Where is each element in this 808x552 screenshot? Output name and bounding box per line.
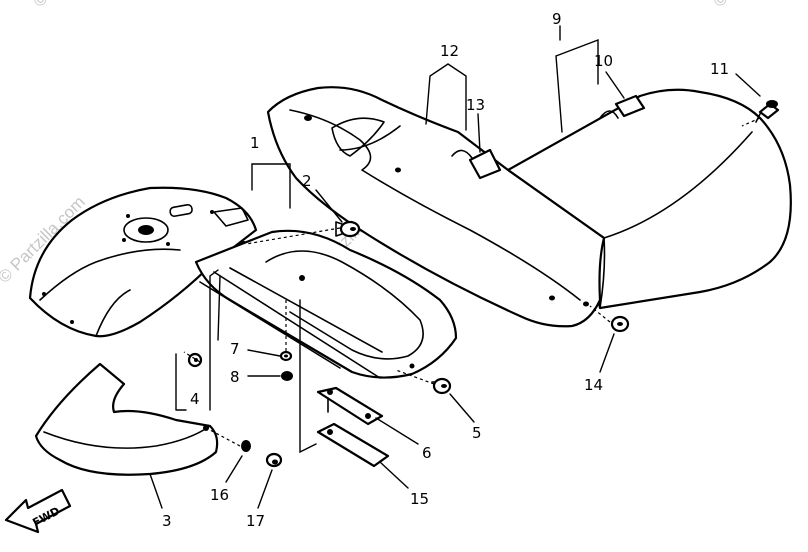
fender-hole-d [210, 210, 214, 214]
bracket-hole-1 [299, 275, 305, 281]
plate-15 [316, 422, 390, 468]
rear-fender-lip [289, 109, 581, 301]
fender-hole-e [42, 292, 46, 296]
watermark-top-right: © Partzilla.com [709, 0, 803, 11]
callout-10: 10 [594, 52, 613, 70]
seat-notch-2 [599, 110, 619, 119]
callout-12: 12 [440, 42, 459, 60]
callout-13: 13 [466, 96, 485, 114]
seat-cushion-seam [603, 131, 753, 239]
bracket-plate [194, 229, 458, 379]
fender-bracket [194, 229, 458, 379]
fender-hole-b [122, 238, 126, 242]
fender-hole-c [166, 242, 170, 246]
front-fender-edge [95, 289, 131, 337]
callouts: 1 2 3 4 5 6 7 8 9 10 11 12 13 14 15 16 1… [162, 10, 729, 530]
front-fender-shell [28, 186, 258, 338]
callout-2: 2 [302, 172, 312, 190]
callout-1: 1 [250, 134, 260, 152]
callout-8: 8 [230, 368, 240, 386]
bracket-rail-2 [213, 271, 381, 379]
mudflap-shell [34, 362, 219, 476]
callout-7: 7 [230, 340, 240, 358]
bracket-rail-1 [199, 281, 341, 369]
screw-14 [610, 315, 630, 333]
rear-fender [266, 86, 606, 328]
seat-cushion-edge [599, 237, 606, 309]
nut-8 [281, 371, 293, 381]
watermark-top-left: © Partzilla.com [29, 0, 123, 11]
assembly-lines [183, 117, 761, 447]
callout-11: 11 [710, 60, 729, 78]
mudflap-edge [43, 425, 211, 449]
small-parts [187, 100, 780, 468]
grommet-17 [265, 452, 283, 468]
leader-lines [149, 25, 761, 509]
front-fender-crease [39, 248, 181, 301]
fender-round-hole [138, 225, 154, 235]
front-fender [28, 186, 258, 338]
fender-hole-4 [583, 301, 589, 307]
bolt-5 [431, 377, 452, 395]
callout-16: 16 [210, 486, 229, 504]
grommet-4 [187, 352, 203, 368]
mudflap-hole [203, 425, 209, 431]
fwd-arrow: FWD [4, 488, 72, 534]
callout-15: 15 [410, 490, 429, 508]
seat-assembly [266, 86, 792, 328]
nut-16 [241, 440, 251, 452]
callout-9: 9 [552, 10, 562, 28]
fender-hole-3 [549, 295, 555, 301]
fender-slot [169, 203, 193, 218]
fender-hole-2 [395, 167, 401, 173]
fender-round-recess [123, 217, 169, 243]
screw-11 [755, 100, 780, 123]
callout-5: 5 [472, 424, 482, 442]
bracket-inner [265, 250, 424, 360]
seat-clip-13 [468, 148, 502, 180]
rear-fender-recess [331, 117, 385, 157]
fender-hole-a [126, 214, 130, 218]
seat-clip-10 [614, 94, 646, 118]
callout-6: 6 [422, 444, 432, 462]
clamp-6 [316, 386, 384, 426]
callout-14: 14 [584, 376, 603, 394]
callout-3: 3 [162, 512, 172, 530]
seat-notch [451, 149, 473, 159]
fender-hole-f [70, 320, 74, 324]
mudflap [34, 362, 219, 476]
bracket-hole-2 [409, 363, 415, 369]
callout-17: 17 [246, 512, 265, 530]
fwd-arrow-shape [4, 488, 72, 534]
grommet-2 [335, 220, 361, 238]
fender-hole-1 [304, 115, 312, 121]
rear-fender-groove [339, 125, 401, 151]
washer-7 [279, 350, 293, 362]
bracket-rail-3 [229, 267, 383, 353]
callout-4: 4 [190, 390, 200, 408]
fender-tab [213, 207, 249, 227]
